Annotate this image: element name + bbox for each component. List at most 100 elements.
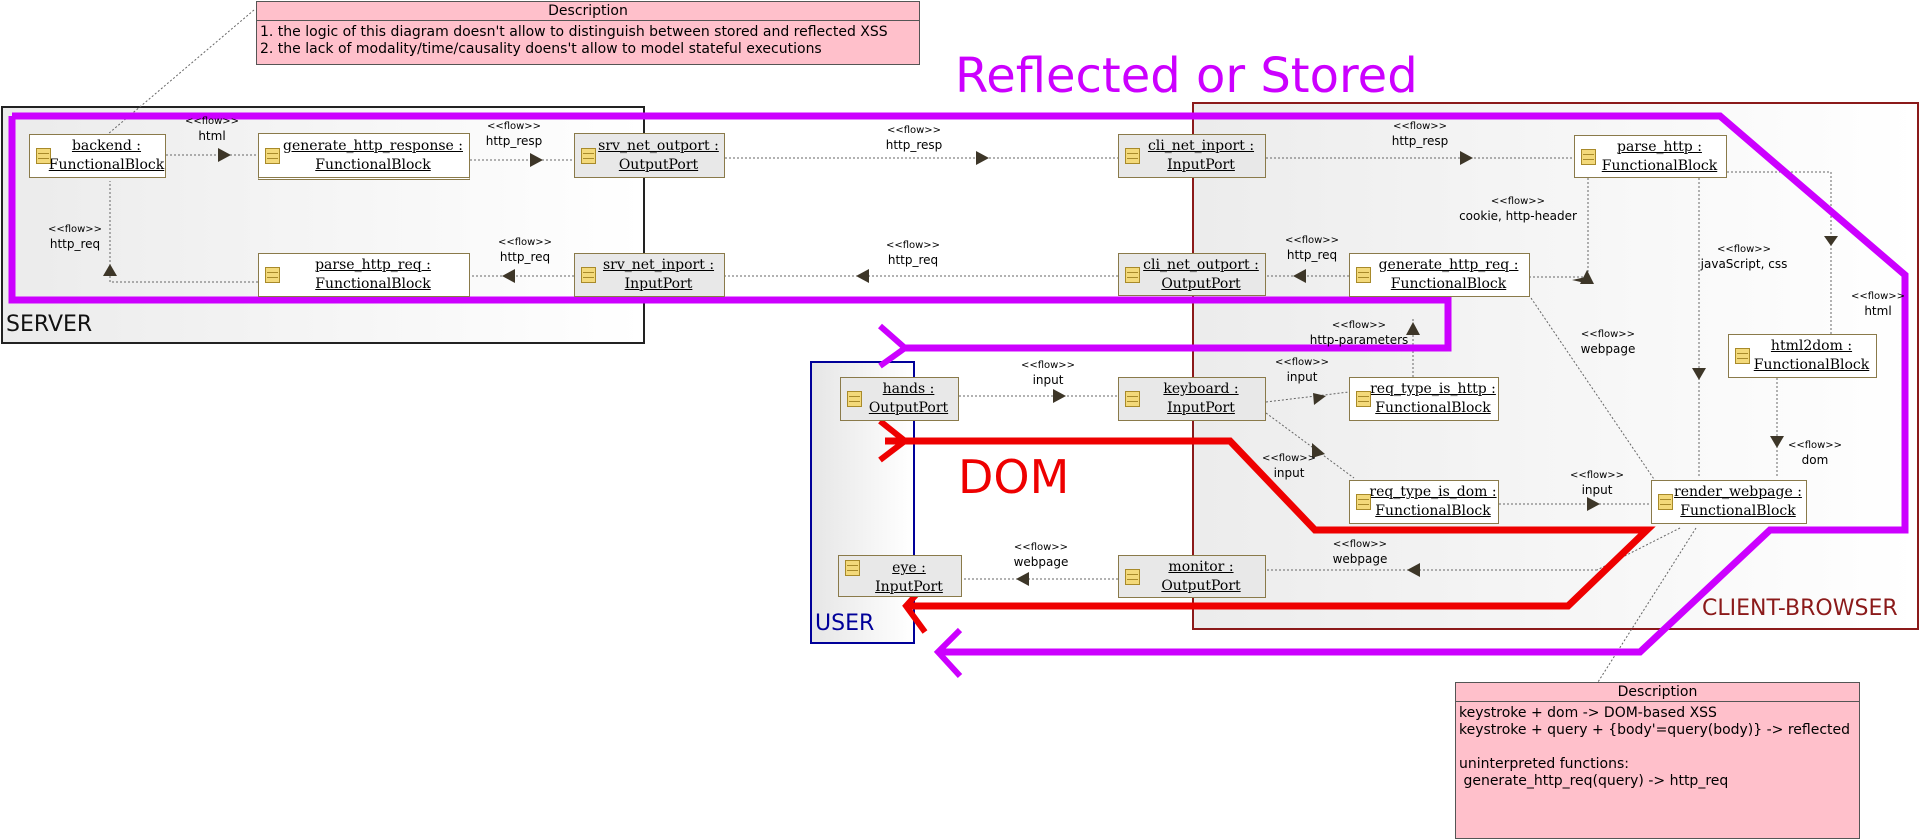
flow-label: <<flow>>webpage xyxy=(1332,539,1388,566)
block-name: hands : xyxy=(882,381,935,397)
class-icon xyxy=(1735,348,1750,364)
eye-block[interactable]: eye : InputPort xyxy=(838,555,962,597)
block-name: monitor : xyxy=(1168,558,1234,575)
class-icon xyxy=(845,560,860,576)
srv-net-outport-block[interactable]: srv_net_outport : OutputPort xyxy=(574,133,725,178)
description-note-bottom: Description keystroke + dom -> DOM-based… xyxy=(1455,682,1860,839)
flow-parse-genreq xyxy=(1530,178,1589,278)
hands-block[interactable]: hands : OutputPort xyxy=(840,377,959,421)
reflected-stored-arrowhead-1 xyxy=(878,323,910,369)
flow-label: <<flow>>webpage xyxy=(1013,542,1069,569)
class-icon xyxy=(581,267,596,283)
class-icon xyxy=(1658,494,1673,510)
class-icon xyxy=(581,147,596,164)
flow-label: <<flow>>http_req xyxy=(1284,235,1340,262)
class-icon xyxy=(1125,266,1140,283)
monitor-block[interactable]: monitor : OutputPort xyxy=(1118,555,1266,598)
block-type: InputPort xyxy=(1167,157,1235,173)
block-type: FunctionalBlock xyxy=(315,156,431,173)
flow-label: <<flow>>javaScript, css xyxy=(1700,244,1788,271)
parse-http-req-block[interactable]: parse_http_req : FunctionalBlock xyxy=(258,253,470,297)
class-icon xyxy=(1125,568,1140,585)
block-name: keyboard : xyxy=(1163,381,1239,397)
class-icon xyxy=(1125,391,1140,407)
note-line: keystroke + dom -> DOM-based XSS xyxy=(1459,705,1717,721)
flow-label: <<flow>>input xyxy=(1261,453,1317,480)
class-icon xyxy=(1356,391,1371,407)
block-type: OutputPort xyxy=(618,156,699,173)
block-type: FunctionalBlock xyxy=(48,157,165,173)
block-name: req_type_is_http : xyxy=(1370,381,1496,397)
block-type: InputPort xyxy=(624,276,693,292)
reflected-or-stored-heading: Reflected or Stored xyxy=(955,48,1418,104)
keyboard-block[interactable]: keyboard : InputPort xyxy=(1118,377,1266,421)
block-name: eye : InputPort xyxy=(875,560,943,595)
note-line: keystroke + query + {body'=query(body)} … xyxy=(1459,722,1851,738)
flow-label: <<flow>>cookie, http-header xyxy=(1459,196,1577,223)
reflected-stored-loop xyxy=(8,116,1452,352)
class-icon xyxy=(1356,267,1371,283)
parse-http-block[interactable]: parse_http : FunctionalBlock xyxy=(1574,135,1727,178)
note-title: Description xyxy=(257,2,919,21)
block-type: OutputPort xyxy=(868,400,949,416)
block-name: cli_net_outport : xyxy=(1143,256,1259,273)
note-line xyxy=(1456,739,1859,756)
class-icon xyxy=(265,267,280,283)
dom-arrowhead-1 xyxy=(878,418,910,463)
block-type: FunctionalBlock xyxy=(1753,357,1870,373)
block-name: srv_net_outport : xyxy=(598,137,719,154)
note-line: uninterpreted functions: xyxy=(1459,756,1629,772)
render-webpage-block[interactable]: render_webpage :FunctionalBlock xyxy=(1651,480,1807,524)
flow-label: <<flow>>dom xyxy=(1787,440,1843,467)
html2dom-block[interactable]: html2dom : FunctionalBlock xyxy=(1728,334,1877,378)
note-line: 2. the lack of modality/time/causality d… xyxy=(260,41,822,57)
flow-label: <<flow>>input xyxy=(1569,470,1625,497)
block-name: generate_http_req : xyxy=(1378,257,1519,273)
note-bottom-anchor xyxy=(1597,527,1697,683)
req-type-is-dom-block[interactable]: req_type_is_dom :FunctionalBlock xyxy=(1349,480,1499,524)
block-name: backend : xyxy=(71,138,142,154)
generate-http-response-block[interactable]: generate_http_response : FunctionalBlock xyxy=(258,133,470,180)
class-icon xyxy=(1125,148,1140,164)
reflected-stored-arrowhead-2 xyxy=(933,627,963,679)
flow-label: <<flow>>html xyxy=(1850,291,1906,318)
note-line: 1. the logic of this diagram doesn't all… xyxy=(260,24,888,40)
req-type-is-http-block[interactable]: req_type_is_http :FunctionalBlock xyxy=(1349,377,1499,421)
server-label: SERVER xyxy=(6,312,93,337)
flow-parse-html2dom xyxy=(1727,171,1832,334)
class-icon xyxy=(1581,148,1596,165)
note-line: generate_http_req(query) -> http_req xyxy=(1459,773,1729,789)
description-note-top: Description 1. the logic of this diagram… xyxy=(256,1,920,65)
cli-net-inport-block[interactable]: cli_net_inport :InputPort xyxy=(1118,134,1266,178)
block-type: FunctionalBlock xyxy=(1601,157,1718,174)
srv-net-inport-block[interactable]: srv_net_inport : InputPort xyxy=(574,253,725,297)
block-name: parse_http : xyxy=(1617,138,1702,155)
block-type: OutputPort xyxy=(1161,275,1241,292)
block-name: parse_http_req : xyxy=(315,257,431,273)
block-type: FunctionalBlock xyxy=(315,276,431,292)
block-name: generate_http_response : xyxy=(283,137,463,154)
flow-label: <<flow>>http_req xyxy=(47,224,103,251)
flow-label: <<flow>>input xyxy=(1020,360,1076,387)
generate-http-req-block[interactable]: generate_http_req :FunctionalBlock xyxy=(1349,253,1530,297)
note-title: Description xyxy=(1456,683,1859,702)
client-browser-label: CLIENT-BROWSER xyxy=(1702,596,1898,621)
flow-label: <<flow>>http_resp xyxy=(885,125,943,152)
flow-label: <<flow>>http_resp xyxy=(1391,121,1449,148)
block-name: html2dom : xyxy=(1770,338,1853,354)
flow-label: <<flow>>input xyxy=(1274,357,1330,384)
reflected-stored-path xyxy=(12,112,1909,656)
flow-label: <<flow>>html xyxy=(184,116,240,143)
dom-path xyxy=(885,437,1656,610)
flow-label: <<flow>>http_req xyxy=(497,237,553,264)
flow-connectors xyxy=(107,9,1832,683)
block-type: InputPort xyxy=(1167,400,1235,416)
flow-label: <<flow>>http-parameters xyxy=(1309,320,1409,347)
cli-net-outport-block[interactable]: cli_net_outport : OutputPort xyxy=(1118,253,1266,296)
class-icon xyxy=(265,147,280,164)
block-type: OutputPort xyxy=(1161,577,1241,594)
backend-block[interactable]: backend : FunctionalBlock xyxy=(29,134,166,178)
block-name: srv_net_inport : xyxy=(602,257,715,273)
flow-parsereq-backend xyxy=(109,181,258,283)
